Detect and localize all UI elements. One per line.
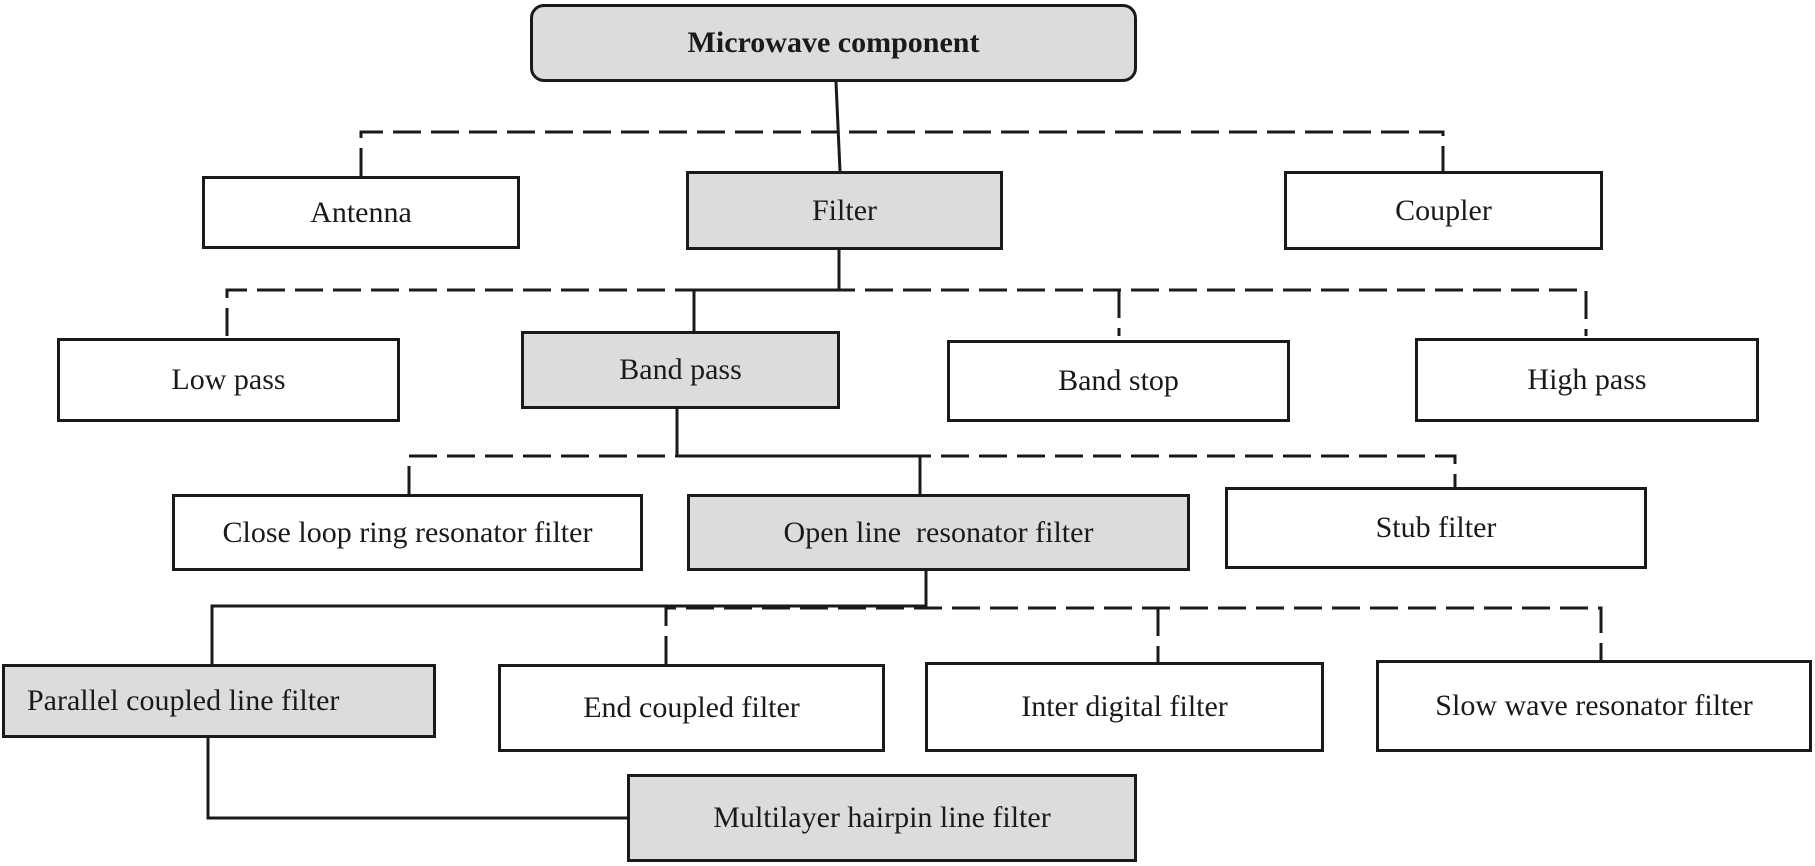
dashed-connector-level4 [664, 606, 1603, 664]
node-end-coupled-filter: End coupled filter [498, 664, 885, 752]
node-band-pass: Band pass [521, 331, 840, 409]
solid-connector-parallel-multilayer [206, 736, 629, 820]
node-close-loop-ring-resonator-filter: Close loop ring resonator filter [172, 494, 643, 571]
node-filter: Filter [686, 171, 1003, 250]
node-low-pass: Low pass [57, 338, 400, 422]
node-parallel-coupled-line-filter: Parallel coupled line filter [2, 664, 436, 738]
node-coupler: Coupler [1284, 171, 1603, 250]
dashed-connector-level2 [225, 288, 1588, 336]
dashed-connector-level3 [407, 454, 1457, 494]
node-band-stop: Band stop [947, 340, 1290, 422]
node-open-line-resonator-filter: Open line resonator filter [687, 494, 1190, 571]
node-antenna: Antenna [202, 176, 520, 249]
solid-connector-microwave-filter [834, 81, 842, 172]
solid-connector-openline-parallel [210, 570, 928, 664]
node-high-pass: High pass [1415, 338, 1759, 422]
solid-connector-bandpass-openline [675, 408, 922, 494]
dashed-connector-level1 [359, 130, 1445, 176]
node-slow-wave-resonator-filter: Slow wave resonator filter [1376, 660, 1812, 752]
node-stub-filter: Stub filter [1225, 487, 1647, 569]
node-microwave-component: Microwave component [530, 4, 1137, 82]
node-multilayer-hairpin-line-filter: Multilayer hairpin line filter [627, 774, 1137, 862]
node-inter-digital-filter: Inter digital filter [925, 662, 1324, 752]
